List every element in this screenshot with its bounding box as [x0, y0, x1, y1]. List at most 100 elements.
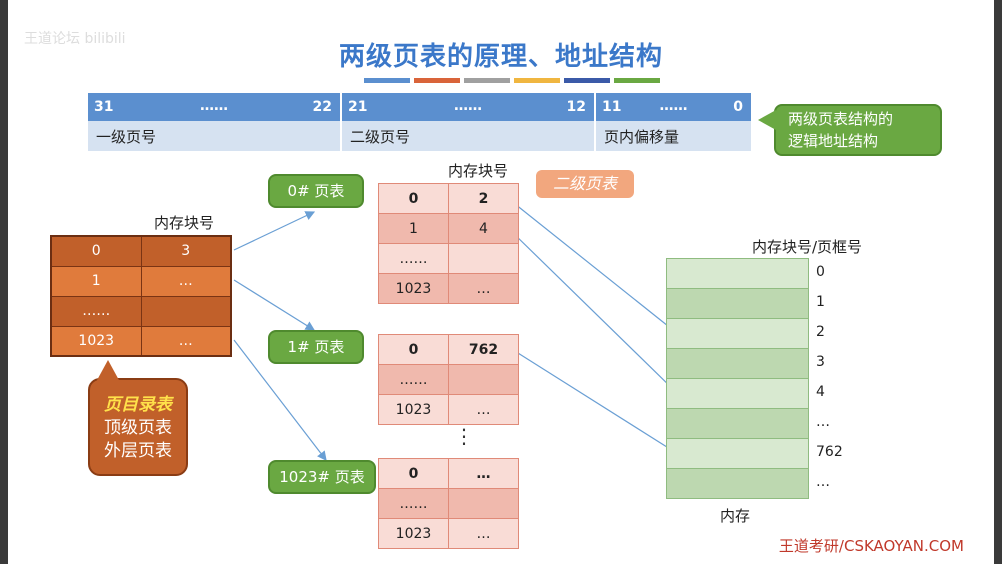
- memory-header: 内存块号/页框号: [752, 238, 863, 256]
- frame-4: [666, 378, 809, 409]
- page-number: 1: [378, 213, 449, 244]
- watermark: 王道论坛 bilibili: [24, 31, 126, 47]
- pt1-label: 1# 页表: [268, 330, 364, 364]
- title-bar-4: [564, 78, 610, 83]
- frame-0: [666, 258, 809, 289]
- footer-brand: 王道考研/CSKAOYAN.COM: [778, 537, 964, 555]
- frame-label: 4: [816, 384, 825, 400]
- callout-pointer: [758, 110, 776, 130]
- block-number: …: [448, 273, 519, 304]
- second-level-label: 二级页表: [536, 170, 634, 198]
- block-number: [448, 243, 519, 274]
- frame-label: 2: [816, 324, 825, 340]
- page-table-header: 内存块号: [448, 162, 509, 180]
- memory-footer: 内存: [720, 507, 751, 525]
- address-structure-callout: 两级页表结构的 逻辑地址结构: [774, 104, 942, 156]
- page-number: ……: [378, 243, 449, 274]
- slide-title: 两级页表的原理、地址结构: [338, 42, 663, 72]
- page-number: 1023: [50, 325, 142, 357]
- bit-high: 11: [602, 99, 622, 115]
- title-color-bars: [364, 78, 660, 83]
- bit-dots: ……: [659, 98, 688, 114]
- bit-dots: ……: [200, 98, 228, 114]
- frame-ellipsis-2: [666, 468, 809, 499]
- block-number: …: [140, 265, 232, 297]
- page-number: 1023: [378, 394, 449, 425]
- block-number: [140, 295, 232, 327]
- bit-low: 22: [312, 99, 332, 115]
- page-number: 1: [50, 265, 142, 297]
- block-number: 4: [448, 213, 519, 244]
- bit-dots: ……: [454, 98, 482, 114]
- table-row: ……: [378, 364, 519, 395]
- title-bar-1: [414, 78, 460, 83]
- frame-1: [666, 288, 809, 319]
- memory-frames: [666, 258, 809, 499]
- vertical-ellipsis: ⋮: [454, 424, 474, 448]
- frame-label: 762: [816, 444, 843, 460]
- address-field-2-name: 二级页号: [342, 121, 596, 151]
- table-row: 1…: [50, 265, 232, 297]
- mapping-arrows: [233, 199, 680, 461]
- table-row: 1023…: [378, 518, 519, 549]
- frame-ellipsis: [666, 408, 809, 439]
- bit-high: 21: [348, 99, 368, 115]
- address-field-3-bits: 11 …… 0: [596, 93, 751, 121]
- pt0-label: 0# 页表: [268, 174, 364, 208]
- table-row: ……: [378, 488, 519, 519]
- block-number: [448, 488, 519, 519]
- block-number: …: [140, 325, 232, 357]
- frame-3: [666, 348, 809, 379]
- title-bar-0: [364, 78, 410, 83]
- page-number: 0: [378, 183, 449, 214]
- frame-label: 3: [816, 354, 825, 370]
- frame-762: [666, 438, 809, 469]
- page-number: 1023: [378, 273, 449, 304]
- page-number: 1023: [378, 518, 449, 549]
- page-table-1023: 0… …… 1023…: [378, 458, 519, 549]
- page-number: ……: [50, 295, 142, 327]
- block-number: 2: [448, 183, 519, 214]
- address-field-1-name: 一级页号: [88, 121, 342, 151]
- callout-line-2: 顶级页表: [104, 418, 172, 438]
- frame-2: [666, 318, 809, 349]
- slide: 王道论坛 bilibili 两级页表的原理、地址结构 31 …… 22 21 ……: [8, 0, 994, 564]
- block-number: 762: [448, 334, 519, 365]
- block-number: …: [448, 518, 519, 549]
- table-row: 1023…: [50, 325, 232, 357]
- callout-line-3: 外层页表: [104, 441, 172, 461]
- callout-pointer: [96, 360, 120, 382]
- address-field-2-bits: 21 …… 12: [342, 93, 596, 121]
- address-field-3-name: 页内偏移量: [596, 121, 751, 151]
- table-row: 1023…: [378, 273, 519, 304]
- page-directory-callout: 页目录表 顶级页表 外层页表: [88, 378, 188, 476]
- frame-label: …: [816, 474, 830, 490]
- block-number: 3: [140, 235, 232, 267]
- title-bar-3: [514, 78, 560, 83]
- block-number: …: [448, 458, 519, 489]
- table-row: 1023…: [378, 394, 519, 425]
- bit-low: 0: [733, 99, 743, 115]
- block-number: …: [448, 394, 519, 425]
- callout-line-1: 页目录表: [104, 395, 172, 415]
- page-number: 0: [378, 458, 449, 489]
- address-field-1-bits: 31 …… 22: [88, 93, 342, 121]
- frame-label: 1: [816, 294, 825, 310]
- bit-high: 31: [94, 99, 114, 115]
- frame-label: 0: [816, 264, 825, 280]
- bit-low: 12: [566, 99, 586, 115]
- title-bar-2: [464, 78, 510, 83]
- block-number: [448, 364, 519, 395]
- title-bar-5: [614, 78, 660, 83]
- table-row: 0…: [378, 458, 519, 489]
- table-row: ……: [50, 295, 232, 327]
- page-number: ……: [378, 488, 449, 519]
- frame-label: …: [816, 414, 830, 430]
- page-number: 0: [378, 334, 449, 365]
- table-row: ……: [378, 243, 519, 274]
